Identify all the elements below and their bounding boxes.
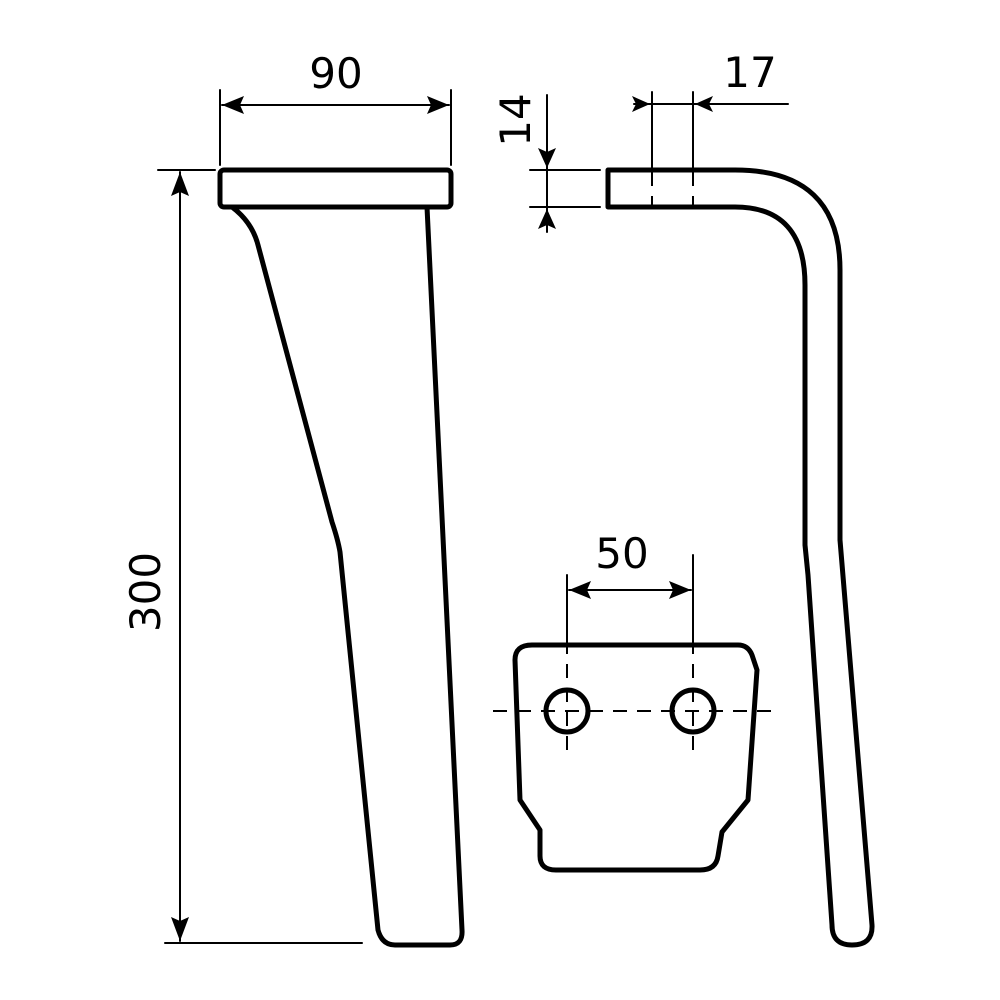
side-view-tine-outline <box>605 167 875 948</box>
dimension-flange-thickness: 14 <box>491 93 601 233</box>
plate-view <box>493 640 778 873</box>
dimension-label-hole-spacing: 50 <box>595 529 648 578</box>
dimension-label-overall-length: 300 <box>121 552 170 632</box>
front-view <box>217 167 465 948</box>
front-view-blade <box>229 204 465 948</box>
side-view <box>605 167 875 948</box>
dimension-hole-spacing: 50 <box>566 529 694 641</box>
dimension-hole-offset: 17 <box>632 48 789 169</box>
dimension-label-hole-offset: 17 <box>723 48 776 97</box>
plate-outline <box>512 642 760 873</box>
dimension-label-flange-thickness: 14 <box>491 93 540 146</box>
dimension-overall-length: 300 <box>121 169 363 944</box>
front-view-flange <box>217 167 454 210</box>
dimension-top-width: 90 <box>219 49 452 166</box>
dimension-label-top-width: 90 <box>309 49 362 98</box>
